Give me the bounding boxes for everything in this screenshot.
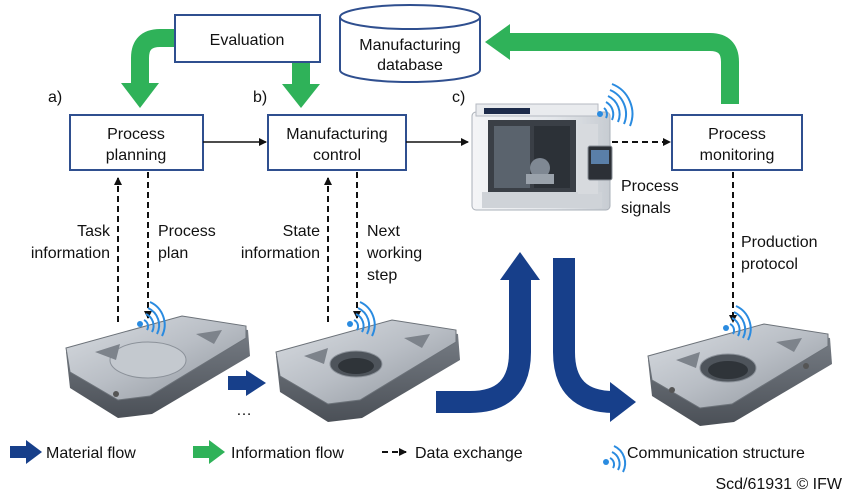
label-task-information-line1: Task [77, 223, 111, 240]
label-production-protocol-line1: Production [741, 234, 818, 251]
evaluation-box: Evaluation [174, 14, 321, 63]
workpiece-raw [65, 315, 250, 418]
legend-data-exchange: Data exchange [382, 445, 523, 462]
manufacturing-control-box: Manufacturing control [267, 114, 407, 171]
info-flow-monitoring-to-database [485, 24, 739, 104]
label-process-signals: Process signals [621, 178, 679, 217]
label-next-working-step-line2: working [366, 245, 422, 262]
workpiece-in-process-communication-icon [347, 301, 376, 337]
material-flow-arrow-into-machine [436, 252, 540, 413]
label-process-plan-line2: plan [158, 245, 188, 262]
legend-information-flow: Information flow [193, 440, 344, 464]
workpiece-finished-communication-icon [723, 305, 752, 341]
process-planning-box: Process planning [69, 114, 204, 171]
process-monitoring-label-line2: monitoring [700, 147, 775, 164]
marker-a: a) [48, 89, 62, 106]
legend-material-flow-label: Material flow [46, 445, 136, 462]
info-flow-evaluation-to-planning [121, 29, 178, 108]
legend-material-flow: Material flow [10, 440, 136, 464]
label-process-plan: Process plan [158, 223, 216, 262]
label-state-information-line2: information [241, 245, 320, 262]
label-production-protocol-line2: protocol [741, 256, 798, 273]
manufacturing-control-label-line1: Manufacturing [286, 126, 387, 143]
process-planning-label-line1: Process [107, 126, 165, 143]
label-next-working-step: Next working step [366, 223, 422, 284]
legend-material-flow-swatch [10, 446, 28, 458]
manufacturing-database: Manufacturing database [339, 4, 481, 83]
marker-b: b) [253, 89, 267, 106]
label-process-signals-line2: signals [621, 200, 671, 217]
label-task-information: Task information [31, 223, 111, 262]
database-label-line1: Manufacturing [359, 37, 460, 54]
legend-communication-structure-label: Communication structure [627, 445, 805, 462]
evaluation-label: Evaluation [210, 32, 285, 49]
material-flow-arrow-1 [228, 370, 266, 396]
machine-control-panel [587, 145, 613, 181]
process-planning-label-line2: planning [106, 147, 167, 164]
label-task-information-line2: information [31, 245, 110, 262]
machine-communication-icon [597, 83, 634, 127]
legend-data-exchange-label: Data exchange [415, 445, 523, 462]
legend-communication-icon [603, 445, 627, 473]
label-next-working-step-line1: Next [367, 223, 400, 240]
workpiece-in-process [275, 319, 460, 422]
label-state-information-line1: State [283, 223, 320, 240]
legend-communication-structure: Communication structure [603, 445, 805, 473]
label-state-information: State information [241, 223, 320, 262]
label-production-protocol: Production protocol [741, 234, 818, 273]
label-process-signals-line1: Process [621, 178, 679, 195]
ellipsis-text: … [236, 402, 252, 419]
workpiece-raw-communication-icon [137, 301, 166, 337]
label-next-working-step-line3: step [367, 267, 397, 284]
label-process-plan-line1: Process [158, 223, 216, 240]
manufacturing-control-label-line2: control [313, 147, 361, 164]
process-monitoring-label-line1: Process [708, 126, 766, 143]
credit-text: Scd/61931 © IFW [715, 476, 842, 493]
database-label-line2: database [377, 57, 443, 74]
process-monitoring-box: Process monitoring [671, 114, 803, 171]
material-flow-arrow-out-of-machine [553, 258, 636, 422]
marker-c: c) [452, 89, 465, 106]
workpiece-finished [647, 323, 832, 426]
info-flow-evaluation-to-control [282, 60, 320, 108]
legend-information-flow-label: Information flow [231, 445, 344, 462]
legend-information-flow-swatch [193, 446, 211, 458]
cnc-machine-image [471, 103, 613, 211]
legend: Material flow Information flow Data exch… [10, 440, 805, 473]
